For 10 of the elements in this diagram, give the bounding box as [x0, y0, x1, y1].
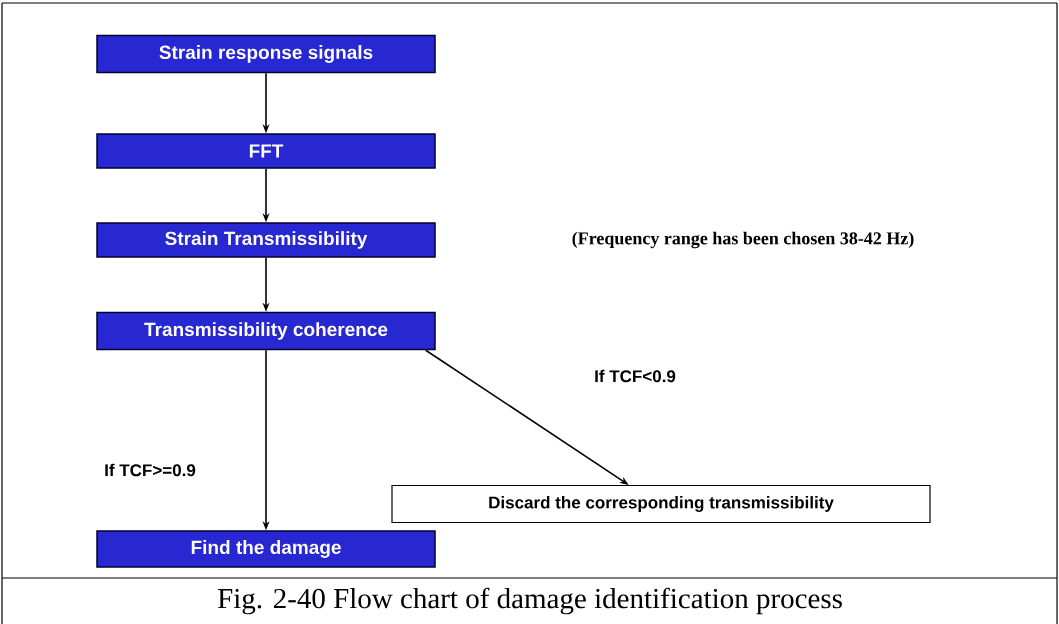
process-box: Find the damage [96, 530, 436, 568]
process-box: Strain Transmissibility [96, 222, 436, 258]
note-text: (Frequency range has been chosen 38-42 Hz) [572, 231, 914, 249]
process-box: FFT [96, 133, 436, 169]
process-box: Strain response signals [96, 34, 436, 74]
edge-label: If TCF>=0.9 [103, 462, 197, 478]
process-box: Transmissibility coherence [96, 311, 436, 351]
outcome-box: Discard the corresponding transmissibility [391, 484, 931, 524]
caption: Fig. 2-40 Flow chart of damage identification process [217, 587, 842, 615]
edge-label: If TCF<0.9 [593, 368, 677, 384]
